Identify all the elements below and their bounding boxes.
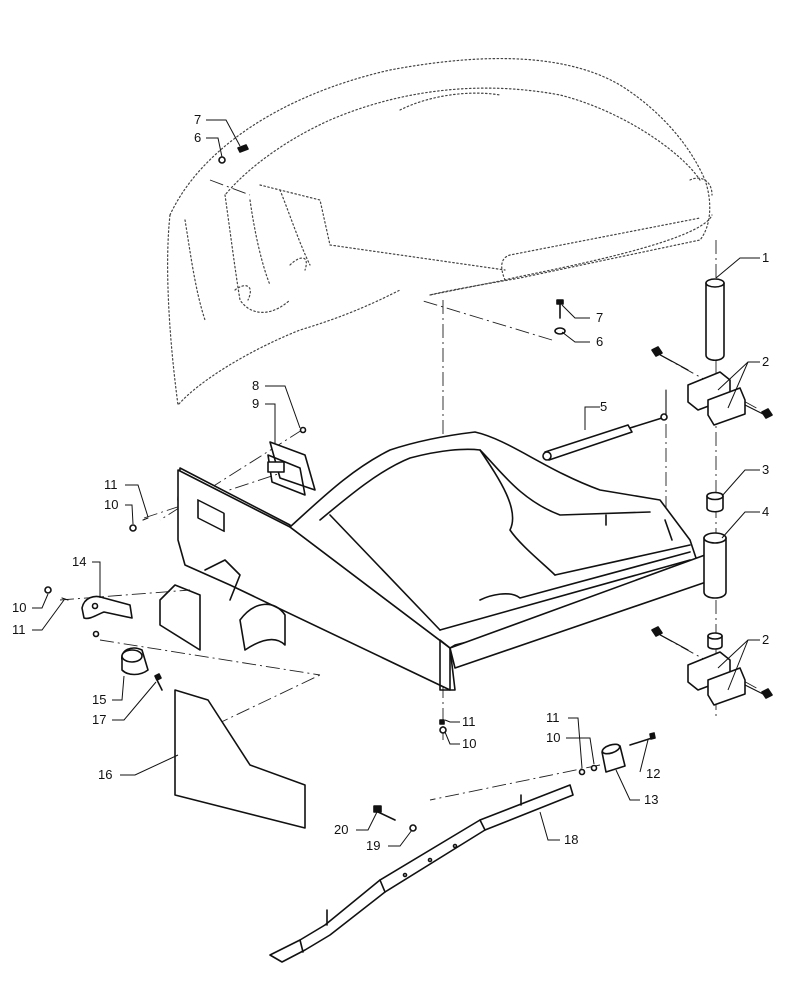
callout-2-lower: 2 bbox=[762, 632, 769, 647]
part-10-11-hardware-d bbox=[578, 764, 598, 776]
callout-20: 20 bbox=[334, 822, 348, 837]
callout-7-right: 7 bbox=[596, 310, 603, 325]
callout-16: 16 bbox=[98, 767, 112, 782]
part-4-pivot-tube bbox=[703, 532, 727, 650]
part-10-11-hardware-a bbox=[129, 517, 149, 532]
hood-phantom bbox=[167, 57, 713, 407]
callout-11-b: 11 bbox=[12, 622, 26, 637]
callout-6-left: 6 bbox=[194, 130, 201, 145]
part-10-11-hardware-c bbox=[439, 719, 447, 734]
part-13-spacer bbox=[601, 743, 626, 773]
part-8-screw bbox=[299, 426, 307, 434]
part-16-panel bbox=[174, 689, 306, 829]
callout-8: 8 bbox=[252, 378, 259, 393]
callout-3: 3 bbox=[762, 462, 769, 477]
callout-labels: 1 2 2 3 4 5 6 6 7 7 8 9 10 10 10 10 11 1… bbox=[12, 112, 769, 853]
part-6-7-hardware-left bbox=[218, 144, 249, 164]
part-17-screw bbox=[154, 673, 163, 691]
callout-15: 15 bbox=[92, 692, 106, 707]
leader-lines bbox=[32, 119, 760, 847]
part-15-light bbox=[121, 647, 149, 676]
callout-17: 17 bbox=[92, 712, 106, 727]
callout-10-b: 10 bbox=[12, 600, 26, 615]
part-20-bolt bbox=[373, 805, 396, 821]
part-12-bolt bbox=[629, 732, 656, 746]
callout-10-d: 10 bbox=[546, 730, 560, 745]
callout-10-a: 10 bbox=[104, 497, 118, 512]
callout-11-d: 11 bbox=[546, 710, 560, 725]
callout-1: 1 bbox=[762, 250, 769, 265]
part-2-hinge-bracket-lower bbox=[651, 626, 773, 706]
callout-14: 14 bbox=[72, 554, 86, 569]
callout-11-c: 11 bbox=[462, 714, 476, 729]
callout-19: 19 bbox=[366, 838, 380, 853]
callout-12: 12 bbox=[646, 766, 660, 781]
callout-6-right: 6 bbox=[596, 334, 603, 349]
part-14-bracket bbox=[81, 595, 133, 638]
part-19-washer bbox=[409, 824, 417, 832]
main-frame bbox=[159, 431, 713, 691]
part-1-pivot-pin bbox=[705, 278, 725, 362]
callout-2-upper: 2 bbox=[762, 354, 769, 369]
part-9-latch bbox=[267, 441, 316, 496]
part-2-hinge-bracket-upper bbox=[651, 346, 773, 426]
callout-9: 9 bbox=[252, 396, 259, 411]
callout-13: 13 bbox=[644, 792, 658, 807]
part-6-7-hardware-right bbox=[554, 299, 566, 335]
part-3-bushing bbox=[706, 491, 724, 513]
callout-7-left: 7 bbox=[194, 112, 201, 127]
part-18-side-rail bbox=[269, 784, 574, 963]
part-10-11-hardware-b bbox=[44, 586, 69, 601]
callout-18: 18 bbox=[564, 832, 578, 847]
callout-10-c: 10 bbox=[462, 736, 476, 751]
callout-5: 5 bbox=[600, 399, 607, 414]
callout-4: 4 bbox=[762, 504, 769, 519]
part-5-gas-spring bbox=[542, 389, 668, 461]
callout-11-a: 11 bbox=[104, 477, 118, 492]
